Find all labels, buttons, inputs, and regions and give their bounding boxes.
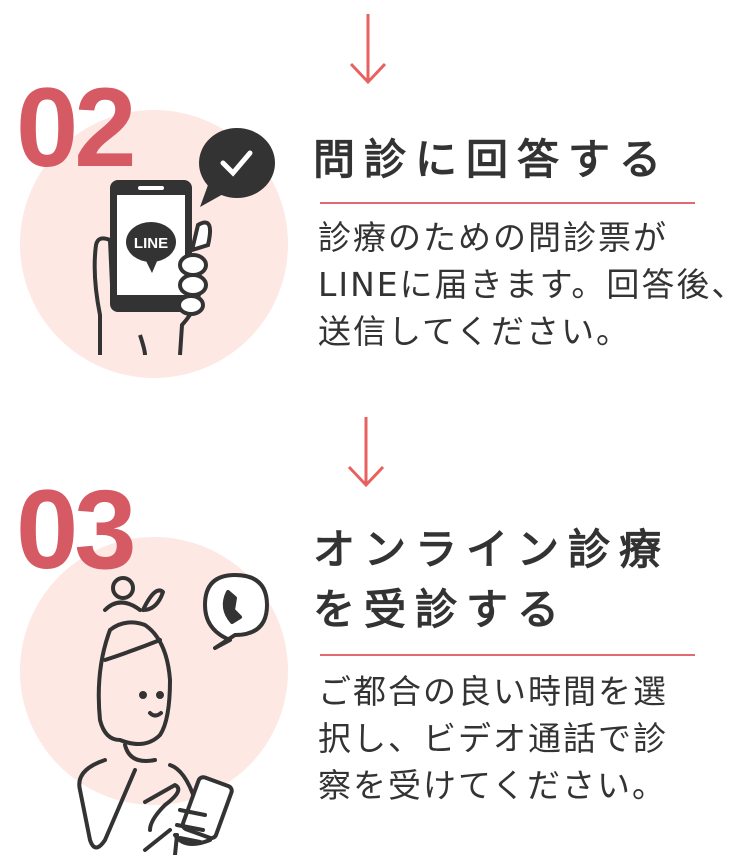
down-arrow-icon: [349, 14, 387, 85]
woman-phone-call-icon: [77, 573, 269, 855]
phone-line-icon: LINE: [92, 128, 275, 356]
step-number: 03: [16, 467, 137, 592]
step-number: 02: [16, 65, 137, 190]
step-title: 問診に回答する: [313, 135, 671, 184]
step-description: 診療のための問診票が LINEに届きます。回答後、 送信してください。: [318, 218, 747, 351]
line-logo-text: LINE: [134, 235, 168, 252]
title-divider: [320, 202, 695, 204]
title-divider: [320, 654, 695, 656]
down-arrow-icon: [347, 417, 385, 488]
step-description: ご都合の良い時間を選 択し、ビデオ通話で診 察を受けてください。: [318, 672, 668, 805]
step-title: オンライン診療 を受診する: [313, 525, 671, 634]
